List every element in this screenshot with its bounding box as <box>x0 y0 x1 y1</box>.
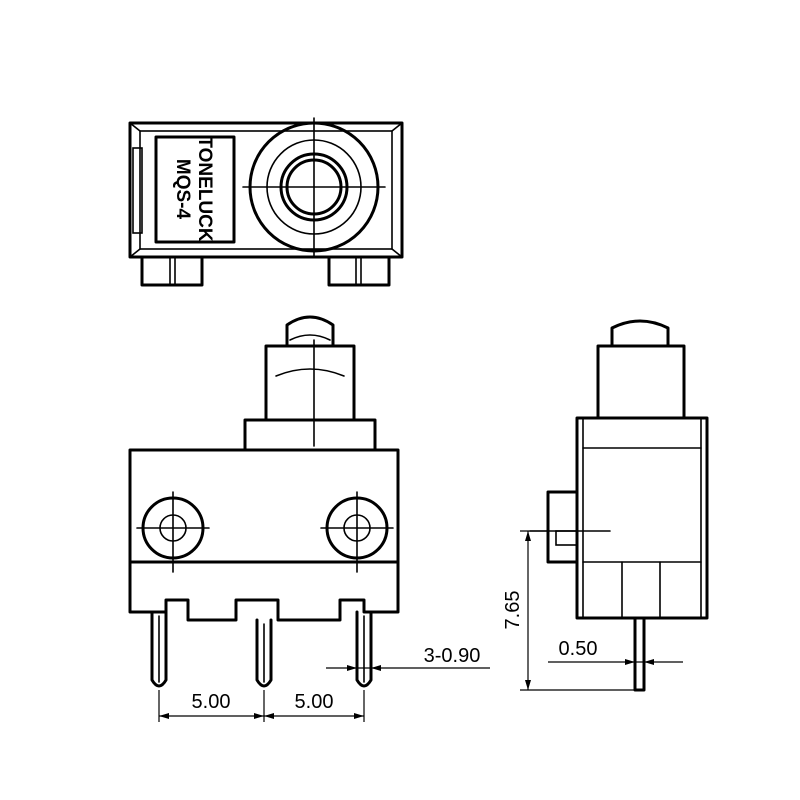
actuator-collar <box>243 418 377 452</box>
pitch-left-label: 5.00 <box>192 691 231 713</box>
pin-thickness-dimension: 0.50 <box>548 638 683 665</box>
top-view-body-inner <box>139 130 393 250</box>
pitch-right-label: 5.00 <box>295 691 334 713</box>
height-dimension: 7.65 <box>502 530 637 691</box>
pin-width-dimension: 3-0.90 <box>326 645 490 671</box>
brand-label: TONELUCK <box>194 136 215 241</box>
top-view-side-notch <box>132 147 143 234</box>
top-view-body-outer <box>128 121 404 259</box>
terminal-stub-left <box>140 255 204 287</box>
top-view: TONELUCK MQS-4 <box>128 117 404 287</box>
actuator-cap <box>285 315 335 348</box>
label-plate <box>154 135 236 244</box>
side-actuator-shaft <box>596 344 686 420</box>
side-view <box>529 319 709 692</box>
switch-body <box>128 448 400 622</box>
pin-width-label: 3-0.90 <box>424 645 481 667</box>
pitch-dimensions: 5.00 5.00 <box>158 690 365 722</box>
front-view <box>128 315 400 688</box>
terminal-stub-right <box>327 255 391 287</box>
terminal-pin-left <box>150 610 168 688</box>
side-terminal-pin <box>633 616 646 692</box>
model-label: MQS-4 <box>172 159 193 220</box>
actuator-shaft <box>264 344 356 422</box>
side-lug <box>546 490 579 564</box>
pin-thickness-label: 0.50 <box>559 638 598 660</box>
side-actuator-cap <box>610 319 670 348</box>
terminal-pin-middle <box>255 618 273 688</box>
height-label: 7.65 <box>502 591 524 630</box>
terminal-pin-right <box>355 610 373 688</box>
